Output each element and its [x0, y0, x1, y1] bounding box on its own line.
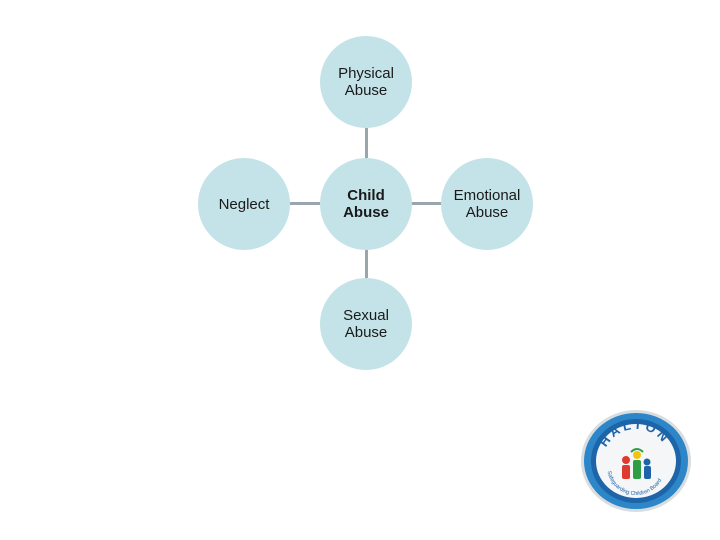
connector-top — [365, 128, 368, 158]
connector-bottom — [365, 248, 368, 278]
node-child-abuse-label: Child Abuse — [343, 187, 389, 221]
node-emotional-abuse: Emotional Abuse — [441, 158, 533, 250]
node-sexual-abuse-label: Sexual Abuse — [343, 307, 389, 341]
node-physical-abuse: Physical Abuse — [320, 36, 412, 128]
node-child-abuse: Child Abuse — [320, 158, 412, 250]
node-sexual-abuse: Sexual Abuse — [320, 278, 412, 370]
node-neglect: Neglect — [198, 158, 290, 250]
node-emotional-abuse-label: Emotional Abuse — [453, 187, 521, 221]
connector-left — [290, 202, 320, 205]
halton-logo: HALTON Safeguarding Children Board — [579, 408, 693, 514]
halton-logo-graphic: HALTON Safeguarding Children Board — [581, 410, 691, 512]
node-physical-abuse-label: Physical Abuse — [338, 65, 394, 99]
connector-right — [411, 202, 441, 205]
node-neglect-label: Neglect — [218, 195, 270, 213]
